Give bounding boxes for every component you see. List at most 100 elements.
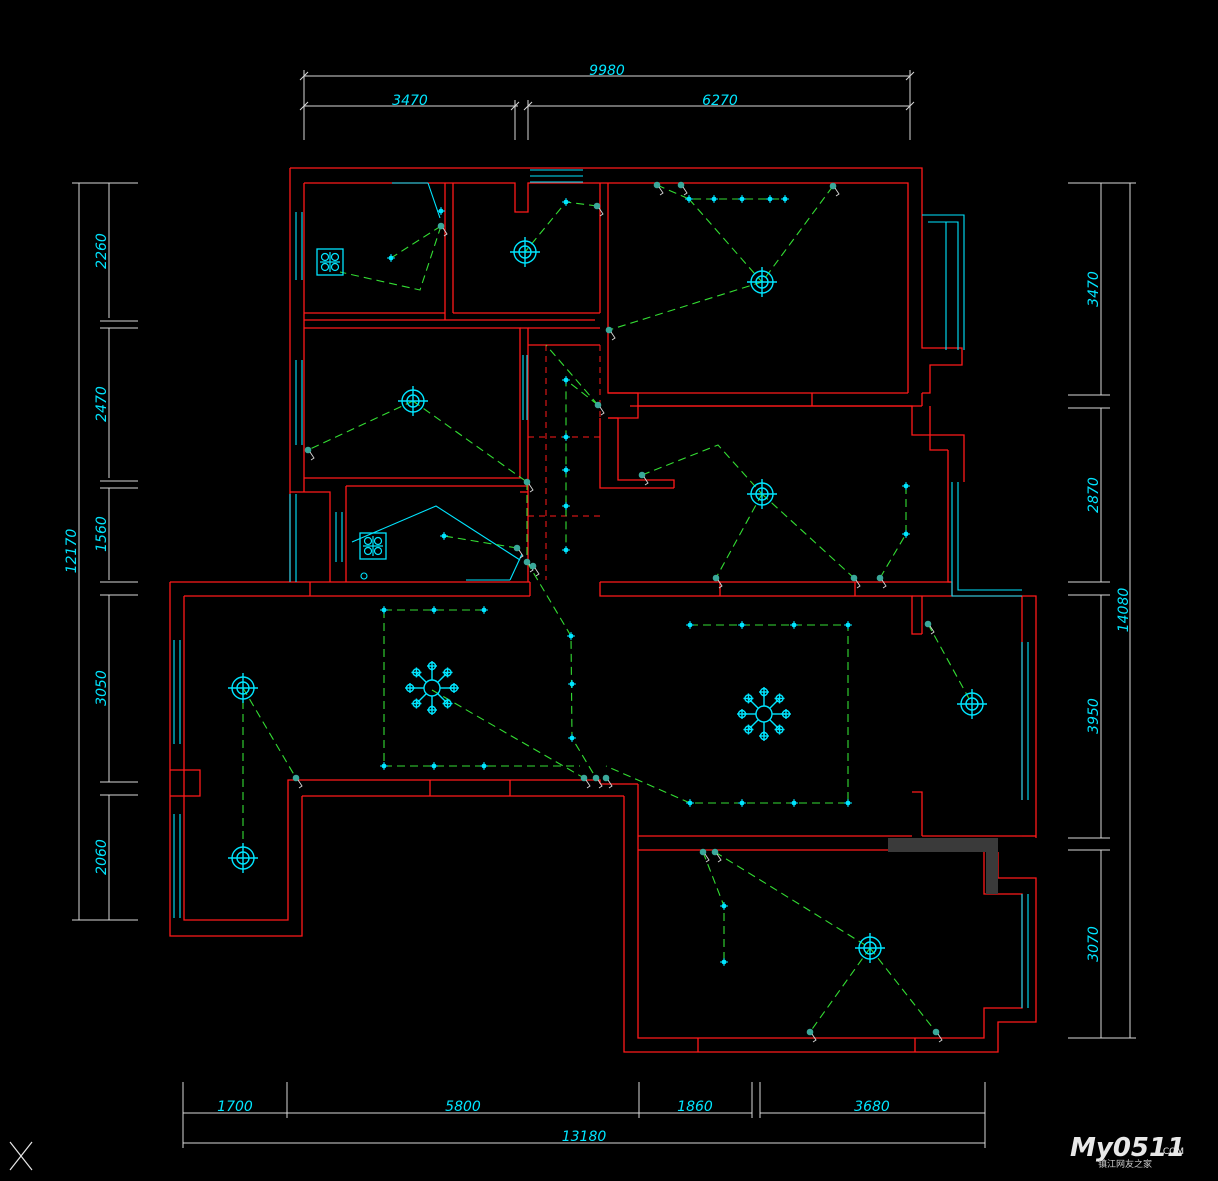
- dimension-lines: [72, 70, 1136, 1148]
- watermark-com: .COM: [1160, 1147, 1184, 1157]
- light-point-icon: [720, 958, 728, 966]
- wall-switch-icon: [876, 574, 887, 589]
- wall-switch-icon: [580, 774, 591, 789]
- chandelier-icon: [737, 687, 791, 741]
- light-point-icon: [480, 606, 488, 614]
- watermark-main: My0511: [1070, 1133, 1185, 1163]
- light-point-icon: [710, 195, 718, 203]
- light-point-icon: [562, 466, 570, 474]
- wall-switch-icon: [712, 574, 723, 589]
- wall-switch-icon: [292, 774, 303, 789]
- light-point-icon: [440, 532, 448, 540]
- dim-bottom-4: 3680: [854, 1099, 890, 1115]
- wall-switch-icon: [806, 1028, 817, 1043]
- dimension-labels: 9980 3470 6270 12170 2260 2470 1560 3050…: [64, 63, 1132, 1145]
- light-point-icon: [686, 799, 694, 807]
- wall-switch-icon: [850, 574, 861, 589]
- light-point-icon: [430, 762, 438, 770]
- wall-switch-icon: [523, 478, 534, 493]
- wall-switch-icon: [304, 446, 315, 461]
- watermark-sub: 镇江网友之家: [1098, 1158, 1152, 1170]
- wall-switch-icon: [529, 562, 540, 577]
- light-point-icon: [562, 198, 570, 206]
- wall-switch-icon: [924, 620, 935, 635]
- dim-right-3: 3950: [1086, 698, 1102, 734]
- ceiling-lamp-icon: [398, 386, 428, 416]
- dim-top-total: 9980: [589, 63, 625, 79]
- light-point-icon: [686, 621, 694, 629]
- light-point-icon: [738, 621, 746, 629]
- windows: [173, 169, 1029, 1008]
- wall-switch-icon: [829, 182, 840, 197]
- structural-column: [888, 838, 998, 852]
- chandelier-icon: [405, 661, 459, 715]
- lighting-circuits: [242, 184, 973, 1033]
- wall-switch-icon: [513, 544, 524, 559]
- dim-bottom-total: 13180: [562, 1129, 607, 1145]
- light-point-icon: [562, 376, 570, 384]
- wall-switch-icon: [437, 222, 448, 237]
- light-point-icon: [844, 799, 852, 807]
- light-point-icon: [562, 433, 570, 441]
- light-point-icon: [387, 254, 395, 262]
- ceiling-lamp-icon: [228, 843, 258, 873]
- light-point-icon: [781, 195, 789, 203]
- light-point-icon: [430, 606, 438, 614]
- wall-switch-icon: [593, 202, 604, 217]
- dim-left-5: 2060: [94, 839, 110, 875]
- light-point-icon: [380, 762, 388, 770]
- dim-top-right: 6270: [702, 93, 738, 109]
- light-point-icon: [902, 530, 910, 538]
- watermark-logo: My0511 .COM 镇江网友之家: [1070, 1133, 1185, 1170]
- ceiling-lamps: [228, 237, 987, 963]
- ceiling-lamp-icon: [747, 479, 777, 509]
- light-point-icon: [562, 546, 570, 554]
- dim-bottom-1: 1700: [217, 1099, 253, 1115]
- wall-switch-icon: [711, 848, 722, 863]
- light-points: [380, 195, 910, 966]
- wall-switch-icon: [699, 848, 710, 863]
- light-point-icon: [380, 606, 388, 614]
- wall-switch-icon: [602, 774, 613, 789]
- light-point-icon: [738, 799, 746, 807]
- wall-switch-icon: [932, 1028, 943, 1043]
- dim-left-2: 2470: [94, 386, 110, 422]
- wall-switches: [292, 181, 943, 1043]
- light-point-icon: [738, 195, 746, 203]
- dim-right-2: 2870: [1086, 477, 1102, 513]
- dim-right-total: 14080: [1116, 588, 1132, 633]
- walls: [169, 167, 1037, 1053]
- ceiling-lamp-icon: [855, 933, 885, 963]
- ceiling-lamp-icon: [228, 673, 258, 703]
- wall-switch-icon: [638, 471, 649, 486]
- light-point-icon: [790, 621, 798, 629]
- close-x-icon: [9, 1141, 33, 1171]
- dim-right-1: 3470: [1086, 271, 1102, 307]
- light-point-icon: [562, 502, 570, 510]
- wall-switch-icon: [594, 401, 605, 416]
- light-point-icon: [567, 632, 575, 640]
- light-point-icon: [480, 762, 488, 770]
- light-point-icon: [766, 195, 774, 203]
- light-point-icon: [437, 207, 445, 215]
- light-point-icon: [844, 621, 852, 629]
- dim-bottom-3: 1860: [677, 1099, 713, 1115]
- wall-switch-icon: [605, 326, 616, 341]
- dim-bottom-2: 5800: [445, 1099, 481, 1115]
- light-point-icon: [568, 680, 576, 688]
- ceiling-lamp-icon: [957, 689, 987, 719]
- dim-left-1: 2260: [94, 233, 110, 269]
- light-point-icon: [720, 902, 728, 910]
- dim-left-4: 3050: [94, 670, 110, 706]
- light-point-icon: [685, 195, 693, 203]
- light-point-icon: [568, 734, 576, 742]
- dim-left-3: 1560: [94, 516, 110, 552]
- bath-heater-icon: [359, 532, 387, 560]
- wall-switch-icon: [677, 181, 688, 196]
- light-point-icon: [902, 482, 910, 490]
- wall-switch-icon: [592, 774, 603, 789]
- dim-left-total: 12170: [64, 529, 80, 574]
- dim-right-4: 3070: [1086, 926, 1102, 962]
- wall-switch-icon: [653, 181, 664, 196]
